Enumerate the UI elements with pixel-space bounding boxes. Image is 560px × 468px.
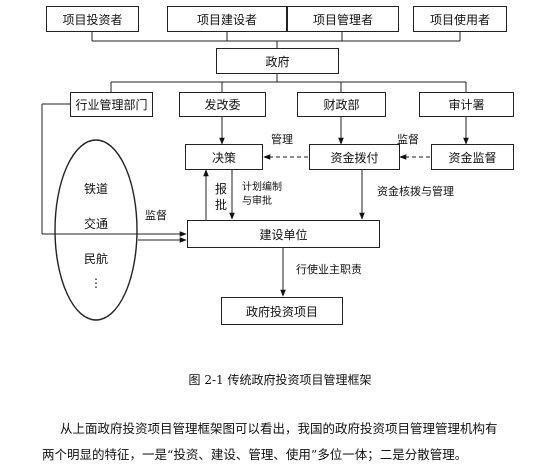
- box-gov-project: 政府投资项目: [221, 297, 343, 325]
- ellipse-item-more: ⋮: [90, 276, 102, 290]
- box-user: 项目使用者: [413, 6, 507, 32]
- box-fund-allocation: 资金拨付: [309, 144, 400, 170]
- box-manager: 项目管理者: [287, 6, 399, 32]
- box-investor: 项目投资者: [46, 6, 139, 32]
- label-plan-1: 计划编制: [242, 182, 282, 193]
- ellipse-item-railway: 铁道: [83, 182, 108, 196]
- label-owner-duty: 行使业主职责: [296, 263, 362, 276]
- label-manage: 管理: [271, 133, 293, 146]
- paragraph-line-2: 两个明显的特征，一是“投资、建设、管理、使用”多位一体；二是分散管理。: [42, 447, 468, 462]
- label-report: 报: [214, 182, 227, 196]
- box-ndrc: 发改委: [179, 92, 266, 117]
- box-finance: 财政部: [297, 92, 386, 117]
- label-fund-approval: 资金核拨与管理: [377, 185, 454, 198]
- box-government: 政府: [216, 48, 339, 74]
- ellipse-item-transport: 交通: [83, 217, 108, 231]
- figure-caption: 图 2-1 传统政府投资项目管理框架: [188, 373, 372, 387]
- box-decision: 决策: [185, 144, 263, 170]
- label-supervise-left: 监督: [145, 209, 167, 222]
- label-supervise-top: 监督: [397, 133, 419, 146]
- box-audit: 审计署: [419, 92, 514, 117]
- ellipse-item-aviation: 民航: [83, 252, 108, 266]
- box-industry-dept: 行业管理部门: [70, 92, 153, 117]
- box-builder: 项目建设者: [167, 6, 287, 32]
- paragraph-line-1: 从上面政府投资项目管理框架图可以看出，我国的政府投资项目管理管理机构有: [60, 421, 498, 436]
- box-construction-unit: 建设单位: [187, 220, 380, 248]
- label-approve: 批: [214, 198, 227, 212]
- box-fund-supervision: 资金监督: [431, 144, 514, 170]
- label-plan-2: 与审批: [242, 196, 272, 207]
